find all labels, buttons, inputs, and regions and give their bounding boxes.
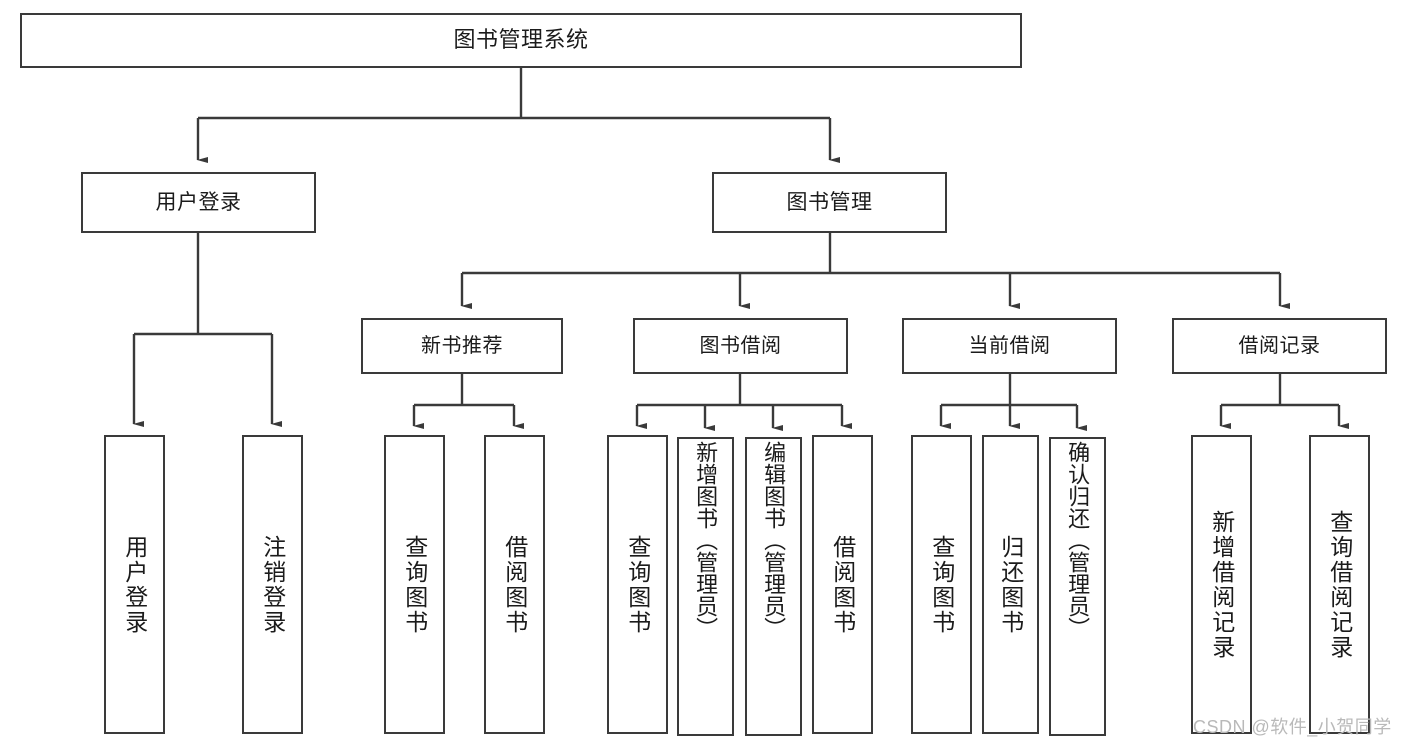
node-book-borrow-label: 图书借阅 <box>699 334 782 357</box>
node-borrow-record[interactable]: 借阅记录 <box>1172 318 1387 374</box>
leaf-new-book-borrow-label: 借阅图书 <box>501 534 528 635</box>
leaf-borrow-borrow-book[interactable]: 借阅图书 <box>812 435 873 734</box>
leaf-user-login-signin-label: 用户登录 <box>121 534 148 635</box>
leaf-record-query-label: 查询借阅记录 <box>1326 509 1353 660</box>
leaf-current-query-book[interactable]: 查询图书 <box>911 435 972 734</box>
node-borrow-record-label: 借阅记录 <box>1238 334 1321 357</box>
node-book-borrow[interactable]: 图书借阅 <box>633 318 848 374</box>
leaf-borrow-add-book-label: 新增图书（管理员） <box>693 441 719 639</box>
node-book-management-label: 图书管理 <box>786 190 873 214</box>
node-book-management[interactable]: 图书管理 <box>712 172 947 233</box>
leaf-borrow-edit-book-label: 编辑图书（管理员） <box>761 441 787 639</box>
node-new-book-recommend-label: 新书推荐 <box>421 334 503 357</box>
node-root[interactable]: 图书管理系统 <box>20 13 1022 68</box>
leaf-borrow-edit-book[interactable]: 编辑图书（管理员） <box>745 437 802 736</box>
leaf-borrow-add-book[interactable]: 新增图书（管理员） <box>677 437 734 736</box>
leaf-record-query[interactable]: 查询借阅记录 <box>1309 435 1370 734</box>
leaf-current-return-book[interactable]: 归还图书 <box>982 435 1039 734</box>
node-user-login[interactable]: 用户登录 <box>81 172 316 233</box>
leaf-record-add[interactable]: 新增借阅记录 <box>1191 435 1252 734</box>
leaf-new-book-query-label: 查询图书 <box>401 534 428 635</box>
leaf-current-confirm-return[interactable]: 确认归还（管理员） <box>1049 437 1106 736</box>
leaf-new-book-query[interactable]: 查询图书 <box>384 435 445 734</box>
leaf-user-login-signout-label: 注销登录 <box>259 534 286 635</box>
node-root-label: 图书管理系统 <box>453 27 589 53</box>
leaf-current-return-book-label: 归还图书 <box>997 534 1024 635</box>
leaf-new-book-borrow[interactable]: 借阅图书 <box>484 435 545 734</box>
leaf-user-login-signout[interactable]: 注销登录 <box>242 435 303 734</box>
leaf-borrow-query-book-label: 查询图书 <box>624 534 651 635</box>
leaf-current-confirm-return-label: 确认归还（管理员） <box>1065 441 1091 639</box>
csdn-watermark: CSDN @软件_小贺同学 <box>1193 717 1392 737</box>
leaf-borrow-borrow-book-label: 借阅图书 <box>829 534 856 635</box>
leaf-user-login-signin[interactable]: 用户登录 <box>104 435 165 734</box>
node-current-borrow-label: 当前借阅 <box>968 334 1051 357</box>
node-current-borrow[interactable]: 当前借阅 <box>902 318 1117 374</box>
leaf-borrow-query-book[interactable]: 查询图书 <box>607 435 668 734</box>
leaf-current-query-book-label: 查询图书 <box>928 534 955 635</box>
leaf-record-add-label: 新增借阅记录 <box>1208 509 1235 660</box>
node-user-login-label: 用户登录 <box>155 190 242 214</box>
node-new-book-recommend[interactable]: 新书推荐 <box>361 318 563 374</box>
